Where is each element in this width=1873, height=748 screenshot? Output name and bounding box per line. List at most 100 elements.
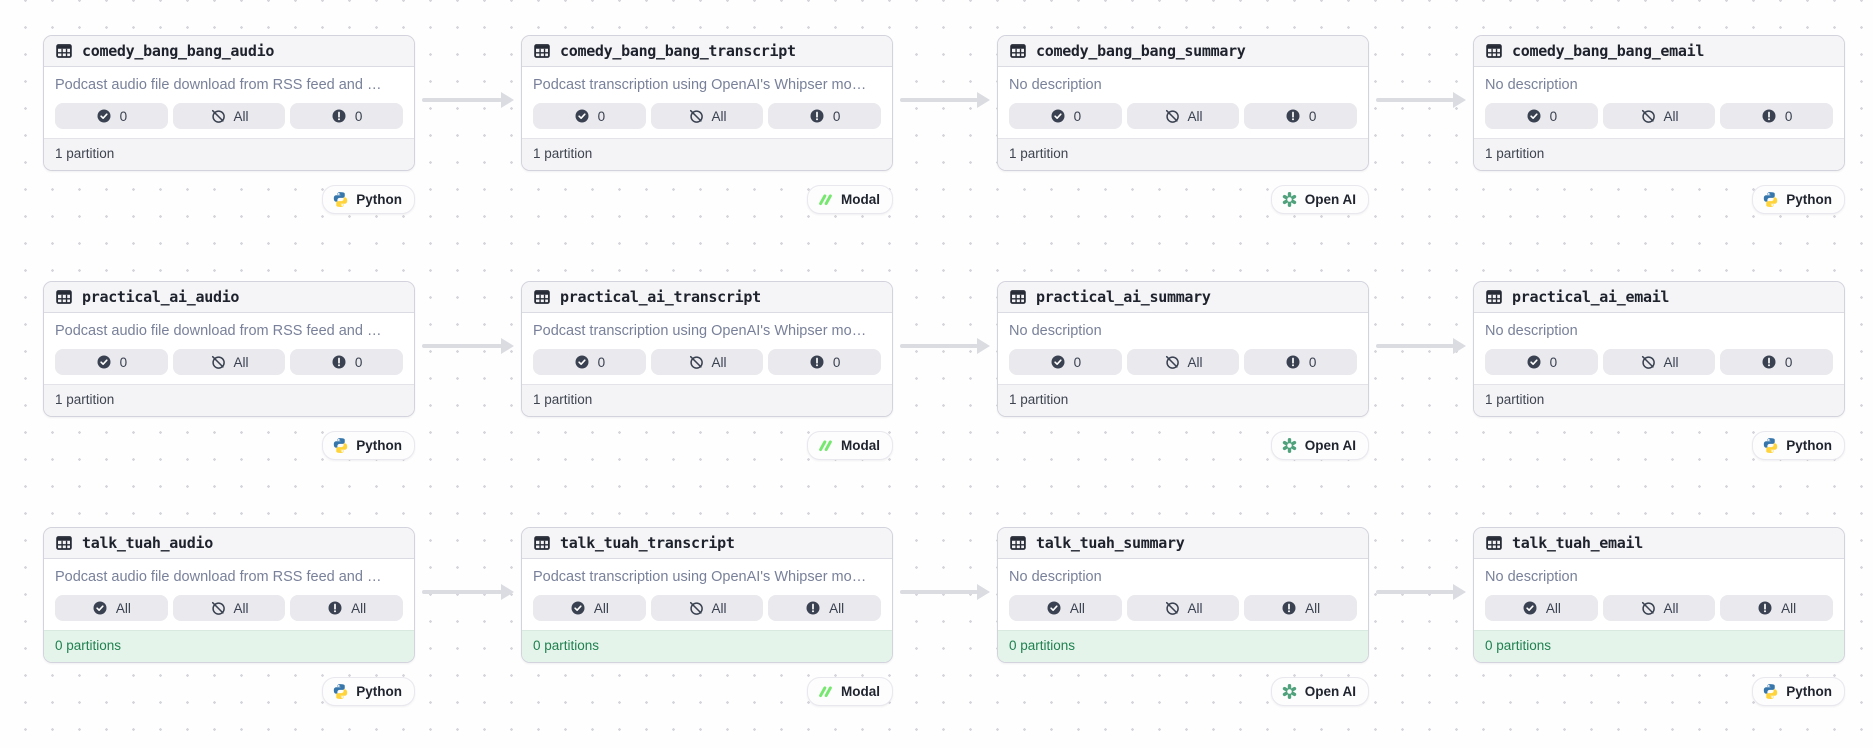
compute-kind-tag[interactable]: Modal bbox=[807, 185, 893, 214]
partitions-footer: 0 partitions bbox=[1474, 630, 1844, 662]
failed-badge[interactable]: 0 bbox=[1244, 103, 1358, 129]
materialized-badge[interactable]: 0 bbox=[1009, 103, 1122, 129]
asset-card[interactable]: practical_ai_audio Podcast audio file do… bbox=[43, 281, 415, 417]
compute-kind-tag[interactable]: Python bbox=[322, 677, 415, 706]
missing-badge[interactable]: All bbox=[1602, 349, 1716, 375]
missing-badge[interactable]: All bbox=[1602, 595, 1716, 621]
missing-badge[interactable]: All bbox=[172, 103, 286, 129]
asset-status-badges: All All bbox=[533, 595, 882, 621]
missing-count: All bbox=[1187, 354, 1203, 370]
asset-node[interactable]: talk_tuah_email No description All bbox=[1473, 527, 1845, 706]
asset-description: Podcast transcription using OpenAI's Whi… bbox=[533, 569, 867, 585]
materialized-badge[interactable]: 0 bbox=[55, 349, 168, 375]
asset-card[interactable]: comedy_bang_bang_email No description 0 bbox=[1473, 35, 1845, 171]
asset-name: talk_tuah_audio bbox=[82, 534, 213, 552]
asset-status-badges: All All bbox=[1485, 595, 1834, 621]
asset-card[interactable]: practical_ai_transcript Podcast transcri… bbox=[521, 281, 893, 417]
materialized-badge[interactable]: All bbox=[533, 595, 646, 621]
compute-kind-label: Python bbox=[356, 438, 402, 453]
asset-card[interactable]: comedy_bang_bang_audio Podcast audio fil… bbox=[43, 35, 415, 171]
missing-badge[interactable]: All bbox=[1126, 595, 1240, 621]
missing-badge[interactable]: All bbox=[650, 103, 764, 129]
compute-kind-tag[interactable]: Python bbox=[322, 431, 415, 460]
table-icon bbox=[533, 42, 551, 60]
asset-node[interactable]: practical_ai_email No description 0 bbox=[1473, 281, 1845, 460]
compute-kind-tag[interactable]: Python bbox=[1752, 431, 1845, 460]
failed-badge[interactable]: 0 bbox=[768, 349, 882, 375]
asset-node[interactable]: practical_ai_audio Podcast audio file do… bbox=[43, 281, 415, 460]
asset-card-header: comedy_bang_bang_audio bbox=[44, 36, 414, 67]
asset-node[interactable]: talk_tuah_summary No description All bbox=[997, 527, 1369, 706]
materialized-badge[interactable]: 0 bbox=[1009, 349, 1122, 375]
asset-node[interactable]: comedy_bang_bang_audio Podcast audio fil… bbox=[43, 35, 415, 214]
asset-card-body: Podcast audio file download from RSS fee… bbox=[44, 67, 414, 138]
compute-kind-tag[interactable]: Open AI bbox=[1270, 185, 1369, 214]
asset-card-body: No description 0 bbox=[1474, 313, 1844, 384]
check-circle-icon bbox=[1526, 354, 1542, 370]
asset-node[interactable]: talk_tuah_audio Podcast audio file downl… bbox=[43, 527, 415, 706]
missing-badge[interactable]: All bbox=[650, 595, 764, 621]
missing-badge[interactable]: All bbox=[1126, 103, 1240, 129]
missing-badge[interactable]: All bbox=[1602, 103, 1716, 129]
asset-name: comedy_bang_bang_audio bbox=[82, 42, 275, 60]
compute-kind-tag[interactable]: Modal bbox=[807, 677, 893, 706]
asset-card[interactable]: comedy_bang_bang_summary No description … bbox=[997, 35, 1369, 171]
alert-circle-icon bbox=[1761, 108, 1777, 124]
asset-node[interactable]: talk_tuah_transcript Podcast transcripti… bbox=[521, 527, 893, 706]
missing-badge[interactable]: All bbox=[650, 349, 764, 375]
asset-name: practical_ai_audio bbox=[82, 288, 240, 306]
table-icon bbox=[55, 534, 73, 552]
check-circle-icon bbox=[1050, 354, 1066, 370]
materialized-badge[interactable]: All bbox=[1009, 595, 1122, 621]
dependency-arrow bbox=[900, 338, 990, 354]
compute-kind-tag[interactable]: Modal bbox=[807, 431, 893, 460]
compute-kind-label: Open AI bbox=[1304, 192, 1356, 207]
asset-node[interactable]: comedy_bang_bang_email No description 0 bbox=[1473, 35, 1845, 214]
missing-badge[interactable]: All bbox=[172, 349, 286, 375]
asset-description: Podcast transcription using OpenAI's Whi… bbox=[533, 323, 867, 339]
compute-kind-tag[interactable]: Open AI bbox=[1270, 431, 1369, 460]
failed-badge[interactable]: 0 bbox=[1244, 349, 1358, 375]
materialized-badge[interactable]: All bbox=[1485, 595, 1598, 621]
asset-card-body: Podcast audio file download from RSS fee… bbox=[44, 313, 414, 384]
asset-card-header: practical_ai_email bbox=[1474, 282, 1844, 313]
asset-card[interactable]: comedy_bang_bang_transcript Podcast tran… bbox=[521, 35, 893, 171]
failed-badge[interactable]: 0 bbox=[768, 103, 882, 129]
failed-badge[interactable]: All bbox=[1244, 595, 1358, 621]
asset-card[interactable]: talk_tuah_summary No description All bbox=[997, 527, 1369, 663]
asset-node[interactable]: practical_ai_summary No description 0 bbox=[997, 281, 1369, 460]
failed-badge[interactable]: 0 bbox=[1720, 349, 1834, 375]
failed-badge[interactable]: 0 bbox=[290, 103, 404, 129]
failed-badge[interactable]: All bbox=[768, 595, 882, 621]
asset-card-body: Podcast transcription using OpenAI's Whi… bbox=[522, 67, 892, 138]
asset-node[interactable]: practical_ai_transcript Podcast transcri… bbox=[521, 281, 893, 460]
failed-badge[interactable]: All bbox=[1720, 595, 1834, 621]
asset-node[interactable]: comedy_bang_bang_summary No description … bbox=[997, 35, 1369, 214]
materialized-badge[interactable]: All bbox=[55, 595, 168, 621]
table-icon bbox=[1485, 288, 1503, 306]
failed-badge[interactable]: 0 bbox=[1720, 103, 1834, 129]
asset-card[interactable]: talk_tuah_transcript Podcast transcripti… bbox=[521, 527, 893, 663]
materialized-badge[interactable]: 0 bbox=[1485, 103, 1598, 129]
missing-badge[interactable]: All bbox=[172, 595, 286, 621]
failed-badge[interactable]: 0 bbox=[290, 349, 404, 375]
asset-card[interactable]: talk_tuah_audio Podcast audio file downl… bbox=[43, 527, 415, 663]
tag-row: Python bbox=[43, 185, 415, 214]
asset-card[interactable]: practical_ai_email No description 0 bbox=[1473, 281, 1845, 417]
compute-kind-tag[interactable]: Python bbox=[322, 185, 415, 214]
asset-node[interactable]: comedy_bang_bang_transcript Podcast tran… bbox=[521, 35, 893, 214]
compute-kind-tag[interactable]: Open AI bbox=[1270, 677, 1369, 706]
materialized-badge[interactable]: 0 bbox=[533, 103, 646, 129]
alert-circle-icon bbox=[327, 600, 343, 616]
missing-count: All bbox=[233, 600, 249, 616]
failed-badge[interactable]: All bbox=[290, 595, 404, 621]
arrow-line bbox=[900, 343, 978, 349]
asset-card[interactable]: practical_ai_summary No description 0 bbox=[997, 281, 1369, 417]
compute-kind-tag[interactable]: Python bbox=[1752, 677, 1845, 706]
materialized-badge[interactable]: 0 bbox=[55, 103, 168, 129]
asset-card[interactable]: talk_tuah_email No description All bbox=[1473, 527, 1845, 663]
materialized-badge[interactable]: 0 bbox=[1485, 349, 1598, 375]
compute-kind-tag[interactable]: Python bbox=[1752, 185, 1845, 214]
materialized-badge[interactable]: 0 bbox=[533, 349, 646, 375]
missing-badge[interactable]: All bbox=[1126, 349, 1240, 375]
